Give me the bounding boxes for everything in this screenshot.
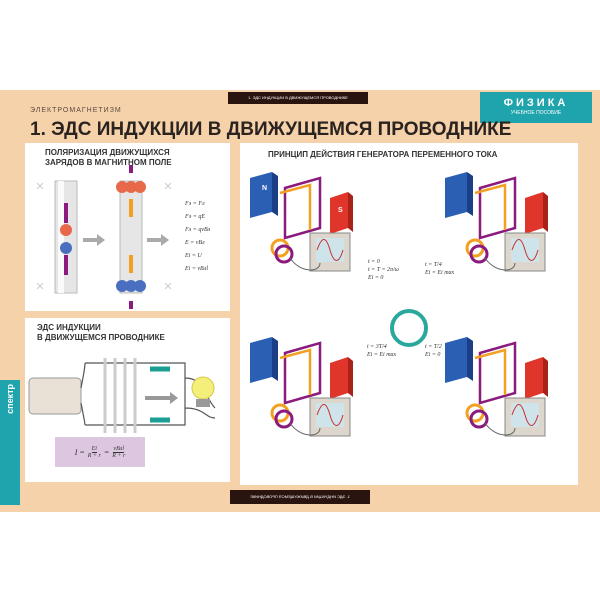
- emf-title-line1: ЭДС ИНДУКЦИИ: [37, 323, 101, 332]
- state-emf: Ei = 0: [368, 275, 384, 281]
- fraction: Ei R + r: [88, 446, 101, 459]
- generator-panel: ПРИНЦИП ДЕЙСТВИЯ ГЕНЕРАТОРА ПЕРЕМЕННОГО …: [240, 143, 578, 485]
- generator-diagrams: [248, 170, 550, 438]
- generator-state-2: [443, 170, 550, 273]
- formula: E = vBл: [185, 240, 205, 246]
- generator-title: ПРИНЦИП ДЕЙСТВИЯ ГЕНЕРАТОРА ПЕРЕМЕННОГО …: [268, 150, 498, 159]
- formula: Fэ = Fл: [185, 201, 205, 207]
- formula-lhs: I =: [74, 447, 85, 457]
- section-label: ЭЛЕКТРОМАГНЕТИЗМ: [30, 107, 122, 114]
- rotation-cycle-ring: [390, 309, 428, 347]
- denominator: R + r: [87, 452, 101, 459]
- state-time: t = T/2: [425, 344, 442, 350]
- side-logo-text: спектр: [5, 384, 15, 414]
- numerator: vBлl: [113, 445, 125, 453]
- emf-title: ЭДС ИНДУКЦИИ В ДВИЖУЩЕМСЯ ПРОВОДНИКЕ: [37, 323, 165, 343]
- page-title: 1. ЭДС ИНДУКЦИИ В ДВИЖУЩЕМСЯ ПРОВОДНИКЕ: [30, 119, 512, 140]
- fraction: vBлl R + r: [112, 446, 125, 459]
- brand-subtitle: УЧЕБНОЕ ПОСОБИЕ: [510, 110, 562, 116]
- formula: Ei = U: [185, 253, 202, 259]
- side-logo: спектр: [0, 380, 20, 505]
- formula: Fл = qvBл: [185, 227, 211, 233]
- polarization-title-line1: ПОЛЯРИЗАЦИЯ ДВИЖУЩИХСЯ: [45, 148, 170, 157]
- emf-circuit-diagram: [28, 358, 216, 433]
- state-label-1: t = 0 t = T = 2π/ω Ei = 0: [368, 258, 399, 282]
- emf-panel: ЭДС ИНДУКЦИИ В ДВИЖУЩЕМСЯ ПРОВОДНИКЕ I =…: [25, 318, 230, 482]
- bottom-label: 1. ЭДС ИНДУКЦИИ В ДВИЖУЩЕМСЯ ПРОВОДНИКЕ: [230, 490, 370, 504]
- state-label-3: t = 3T/4 Ei = Ei max: [367, 343, 396, 359]
- polarization-diagram: [36, 165, 172, 309]
- magnet-s-label: S: [338, 207, 343, 214]
- state-time-2: t = T = 2π/ω: [368, 267, 399, 273]
- state-emf: Ei = Ei max: [367, 352, 397, 358]
- generator-state-3: [248, 335, 355, 438]
- polarization-panel: ПОЛЯРИЗАЦИЯ ДВИЖУЩИХСЯ ЗАРЯДОВ В МАГНИТН…: [25, 143, 230, 311]
- formula: Fэ = qE: [185, 214, 206, 220]
- numerator: Ei: [91, 445, 97, 453]
- state-label-2: t = T/4 Ei = Ei max: [425, 261, 454, 277]
- state-label-4: t = T/2 Ei = 0: [425, 343, 442, 359]
- state-time: t = 0: [368, 259, 380, 265]
- magnet-n-label: N: [262, 185, 268, 192]
- state-emf: Ei = 0: [425, 352, 441, 358]
- polarization-formulas: Fэ = Fл Fэ = qE Fл = qvBл E = vBл Ei = U…: [185, 198, 210, 276]
- state-time: t = 3T/4: [367, 344, 387, 350]
- state-emf: Ei = Ei max: [425, 270, 455, 276]
- equals: =: [103, 447, 110, 457]
- formula: Ei = vBлl: [185, 266, 208, 272]
- emf-title-line2: В ДВИЖУЩЕМСЯ ПРОВОДНИКЕ: [37, 333, 165, 342]
- polarization-title: ПОЛЯРИЗАЦИЯ ДВИЖУЩИХСЯ ЗАРЯДОВ В МАГНИТН…: [45, 148, 172, 168]
- brand-title: ФИЗИКА: [503, 97, 569, 109]
- top-label: 1. ЭДС ИНДУКЦИИ В ДВИЖУЩЕМСЯ ПРОВОДНИКЕ: [228, 92, 368, 104]
- brand-badge: ФИЗИКА УЧЕБНОЕ ПОСОБИЕ: [480, 92, 592, 123]
- polarization-title-line2: ЗАРЯДОВ В МАГНИТНОМ ПОЛЕ: [45, 158, 172, 167]
- state-time: t = T/4: [425, 262, 442, 268]
- generator-state-4: [443, 335, 550, 438]
- denominator: R + r: [112, 452, 126, 459]
- current-formula: I = Ei R + r = vBлl R + r: [55, 437, 145, 467]
